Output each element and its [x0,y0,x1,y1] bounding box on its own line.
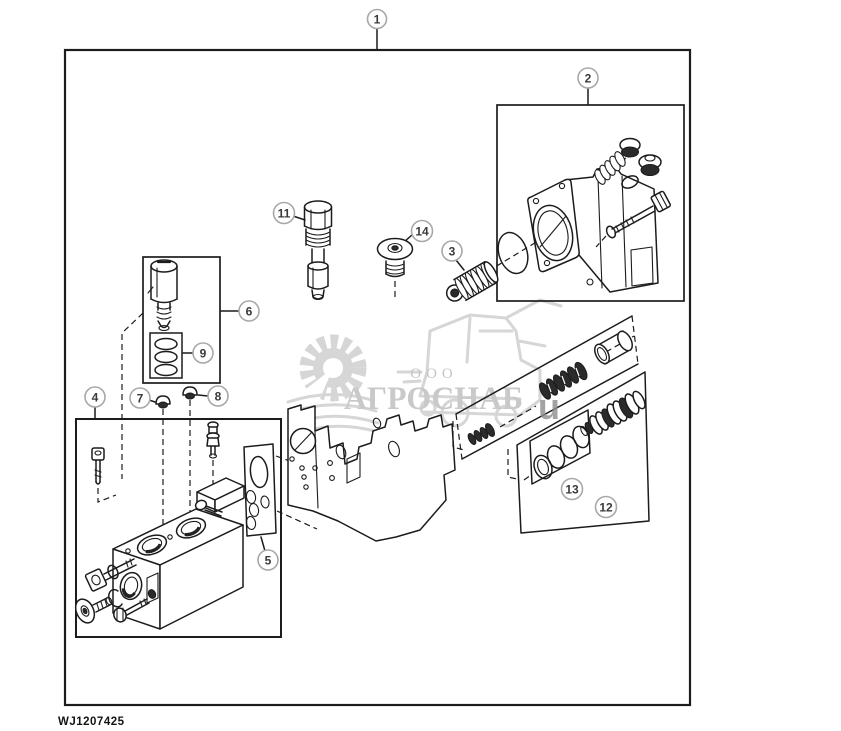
svg-text:3: 3 [449,245,456,259]
cap-8 [182,386,198,400]
diagram-frame [63,48,692,707]
gasket-plate [243,443,277,537]
callout-1: 1 [366,8,388,30]
cap-nut [619,137,641,158]
socket-screw [91,447,117,503]
main-valve-body [287,404,496,542]
svg-text:14: 14 [415,225,429,239]
watermark: ООО АГРОСНАБ [286,298,563,434]
o-ring-kit-13 [533,425,590,480]
callout-14: 14 [410,219,434,243]
svg-text:1: 1 [374,13,381,27]
watermark-company-name: АГРОСНАБ [344,381,523,417]
callout-13: 13 [560,477,584,501]
svg-text:11: 11 [278,207,291,221]
watermark-org-form: ООО [410,366,458,382]
callout-11: 11 [272,201,296,225]
cap-7 [155,395,171,409]
callouts: 1 2 3 4 5 6 7 8 [84,8,618,571]
svg-text:7: 7 [137,392,144,406]
svg-text:5: 5 [265,554,272,568]
snap-ring [108,588,123,608]
callout-2: 2 [577,67,599,89]
pilot-spring [594,151,626,185]
watermark-stray-letter: u [538,386,560,427]
callout-3: 3 [441,240,463,262]
drawing-code: WJ1207425 [58,716,125,728]
assembly-dashed-lines [121,312,191,538]
svg-text:6: 6 [246,305,253,319]
spool-kit-box [507,371,650,534]
hex-screw [194,499,223,517]
small-hex-bolt [113,598,150,623]
svg-text:8: 8 [215,390,222,404]
ribbed-plug [445,260,499,302]
bolt-washer [605,225,617,239]
flange-screw [74,596,113,624]
svg-text:12: 12 [599,501,613,515]
callout-5: 5 [257,549,279,571]
svg-text:9: 9 [200,347,207,361]
callout-8: 8 [207,385,229,407]
callout-7: 7 [129,387,151,409]
combine-harvester-icon [396,298,563,428]
large-o-ring [497,231,529,275]
flanged-plug [376,237,414,301]
manifold-kit [74,421,318,630]
svg-text:13: 13 [565,483,579,497]
spring-sleeve-box [455,315,639,460]
group-box-9 [149,332,183,379]
main-spring [538,361,588,400]
long-bolt [84,558,137,592]
plug-cap [638,154,662,176]
callout-6: 6 [238,300,260,322]
callout-9: 9 [192,342,214,364]
svg-text:4: 4 [92,391,99,405]
small-o-ring [621,175,639,189]
valve-housing [527,166,659,293]
bleeder-fitting [206,421,220,489]
relief-valve-plug [303,200,333,301]
group-box-4 [75,418,282,638]
manifold-block [112,477,245,630]
valve-sleeve [594,330,633,365]
o-ring-kit-9 [154,337,178,377]
cartridge-valve [147,259,178,332]
group-box-2 [496,104,685,302]
callout-12: 12 [594,495,618,519]
pilot-valve-assembly [461,137,671,293]
spool-end [467,423,496,445]
valve-spool [580,390,646,437]
svg-text:2: 2 [585,72,592,86]
group-box-6 [142,256,221,384]
callout-4: 4 [84,386,106,408]
washer [107,564,119,580]
mounting-bolt [595,190,671,248]
